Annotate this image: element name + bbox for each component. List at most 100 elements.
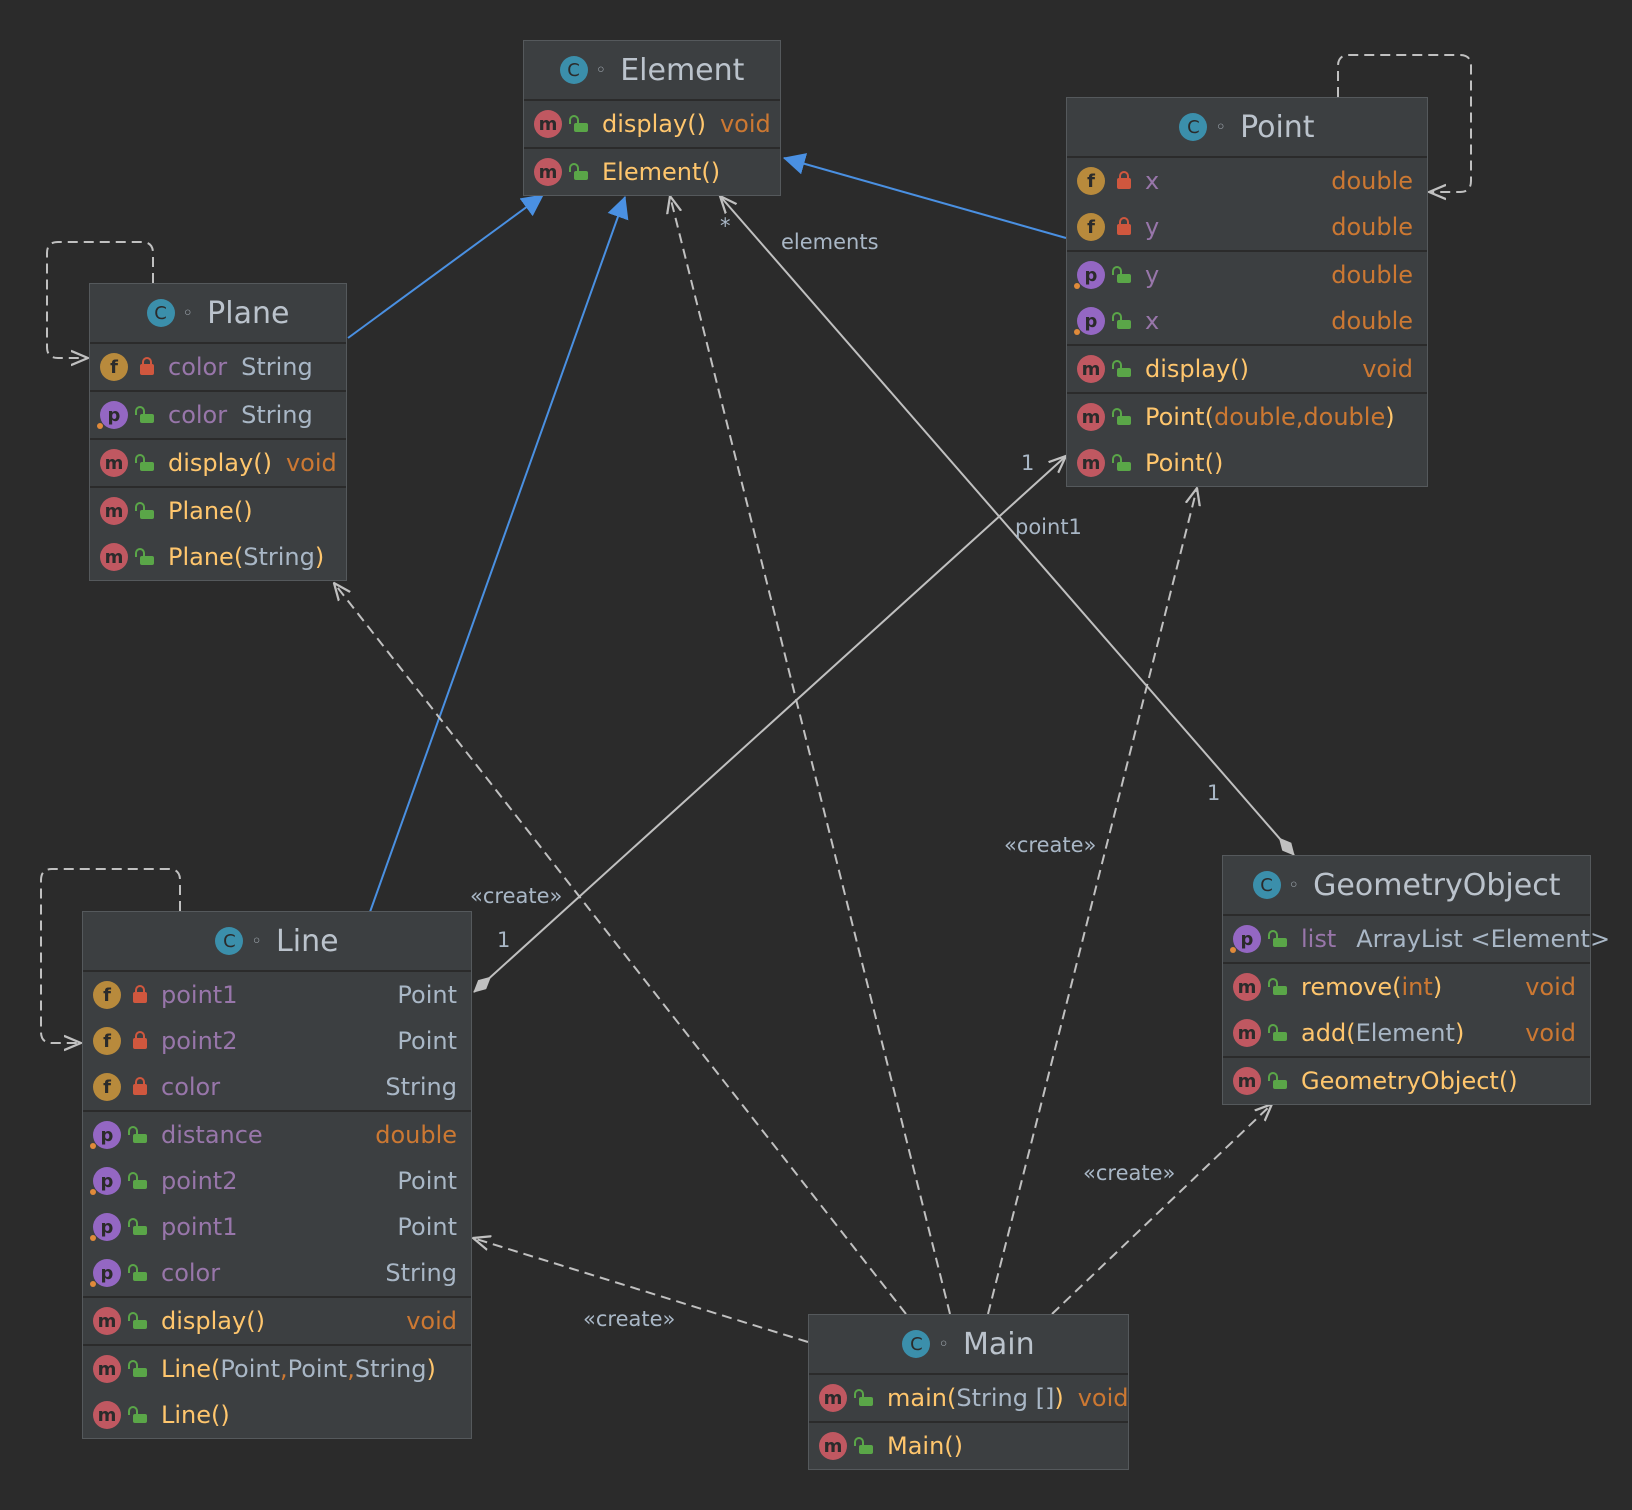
property-icon: p (90, 1259, 121, 1287)
paren-open: ( (1392, 973, 1402, 1001)
public-unlock-icon (135, 454, 154, 471)
member-name: point1 (161, 981, 238, 1009)
edge-main-create-plane (334, 583, 907, 1315)
member-name: point2 (161, 1167, 238, 1195)
class-header[interactable]: C◦Line (83, 912, 471, 972)
member-type: Point (397, 1027, 457, 1055)
method-icon: m (534, 110, 562, 138)
property-icon: p (1074, 261, 1105, 289)
paren-close: ) (314, 543, 325, 571)
class-name: Element (620, 52, 745, 88)
class-header[interactable]: C◦GeometryObject (1223, 856, 1590, 916)
public-unlock-icon (128, 1360, 147, 1377)
public-unlock-icon (1112, 266, 1131, 283)
property-icon: p (1230, 925, 1261, 953)
label-point1: point1 (1015, 515, 1082, 539)
label-point1-multiplicity: 1 (1021, 451, 1035, 475)
class-name: Line (276, 923, 339, 959)
public-unlock-icon (854, 1389, 873, 1406)
paren-close: ) (1239, 355, 1249, 383)
paren-close: ) (220, 1401, 230, 1429)
method-icon: m (1233, 1067, 1261, 1095)
method-icon: m (93, 1401, 121, 1429)
method-icon: m (100, 543, 128, 571)
member-name: Point (1145, 403, 1205, 431)
private-lock-icon (133, 1031, 147, 1049)
class-name: GeometryObject (1313, 867, 1561, 903)
class-header[interactable]: C◦Point (1067, 98, 1427, 158)
member-name: Point (1145, 449, 1205, 477)
member-row[interactable]: m Line() (83, 1392, 471, 1438)
property-icon: p (97, 401, 128, 429)
public-unlock-icon (128, 1218, 147, 1235)
self-loop-plane (46, 241, 154, 358)
member-type: void (719, 110, 771, 138)
member-name: Line (161, 1401, 212, 1429)
param-type: String (243, 543, 315, 571)
class-name: Plane (207, 295, 290, 331)
label-create-geometry: «create» (1083, 1161, 1176, 1185)
param-type: int (1401, 973, 1433, 1001)
paren-open: ( (253, 449, 263, 477)
class-header[interactable]: C◦Plane (90, 284, 346, 344)
class-header[interactable]: C◦Main (809, 1315, 1128, 1375)
member-name: Element (602, 158, 702, 186)
self-loop-line (40, 868, 181, 1043)
member-name: Plane (168, 497, 234, 525)
paren-open: ( (944, 1432, 954, 1460)
field-icon: f (93, 981, 121, 1009)
member-name: point2 (161, 1027, 238, 1055)
paren-close: ) (1385, 403, 1395, 431)
public-unlock-icon (569, 163, 588, 180)
param-type: Point (287, 1355, 348, 1383)
private-lock-icon (1117, 171, 1131, 189)
paren-close: ) (243, 497, 253, 525)
member-type: Point (397, 1213, 457, 1241)
member-name: distance (161, 1121, 263, 1149)
method-icon: m (1233, 1019, 1261, 1047)
class-header[interactable]: C◦Element (524, 41, 780, 101)
paren-open: ( (211, 1401, 221, 1429)
label-elements-owner-multiplicity: 1 (1207, 781, 1221, 805)
label-elements: elements (781, 230, 879, 254)
paren-close: ) (255, 1307, 265, 1335)
paren-close: ) (262, 449, 272, 477)
visibility-dot-icon: ◦ (938, 1333, 949, 1355)
edge-plane-extends-element (347, 194, 544, 339)
